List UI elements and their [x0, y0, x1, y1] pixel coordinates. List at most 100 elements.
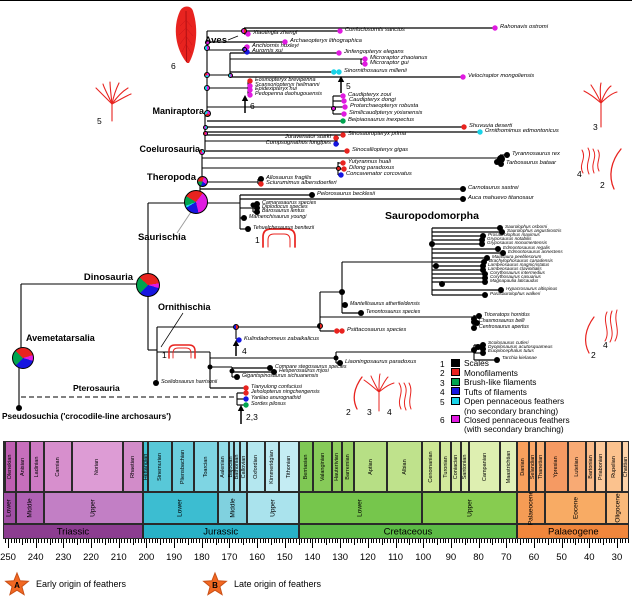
feather-type-dot	[492, 25, 498, 31]
feather-type-dot	[243, 385, 249, 391]
open-pennaceous-icon-left	[95, 81, 132, 122]
feather-type-dot	[494, 357, 500, 363]
origin-arrow	[337, 76, 345, 82]
feather-type-dot	[499, 229, 505, 235]
feather-type-dot	[254, 209, 260, 215]
feather-type-dot	[247, 78, 253, 84]
feather-type-dot	[337, 28, 343, 34]
feather-type-dot	[245, 226, 251, 232]
tree-node-marks	[16, 25, 510, 411]
feather-type-dot	[342, 302, 348, 308]
star-letter: A	[14, 581, 20, 590]
feather-type-dot	[471, 319, 477, 325]
feather-type-dot	[341, 111, 347, 117]
feather-type-dot	[16, 405, 22, 411]
feather-type-dot	[245, 31, 251, 37]
feather-type-dot	[247, 83, 253, 89]
timescale-separator-line	[0, 0, 632, 1]
feather-type-dot	[244, 44, 250, 50]
star-letter: B	[212, 581, 218, 590]
tufts-icon-mid-right	[604, 309, 618, 343]
feather-type-dot	[331, 69, 337, 75]
feather-type-dot	[243, 396, 249, 402]
brush-filaments-icon-bottom	[363, 373, 395, 412]
feather-type-dot	[341, 166, 347, 172]
feather-type-dot	[241, 215, 247, 221]
feather-type-dot	[336, 69, 342, 75]
origin-star-a	[4, 571, 30, 596]
feather-type-dot	[258, 181, 264, 187]
brush-filaments-icon-right	[583, 82, 618, 128]
monofilament-icon-mid-right	[584, 316, 595, 354]
feather-type-dot	[341, 98, 347, 104]
feather-type-dot	[342, 104, 348, 110]
feather-type-dot	[153, 380, 159, 386]
feather-type-dot	[471, 325, 477, 331]
feather-type-dot	[271, 369, 277, 375]
feather-type-dot	[429, 241, 435, 247]
monofilament-icon-right	[610, 148, 622, 190]
feather-type-dot	[229, 368, 235, 374]
feather-type-dot	[358, 310, 364, 316]
feather-type-dot	[482, 292, 488, 298]
origin-arrow	[237, 405, 245, 411]
feather-type-dot	[340, 132, 346, 138]
origin-arrow	[241, 95, 249, 101]
feather-type-dot	[258, 176, 264, 182]
feather-type-dot	[333, 355, 339, 361]
tree-branches	[18, 27, 505, 424]
feather-type-dot	[475, 344, 481, 350]
branch	[176, 211, 192, 234]
feather-type-dot	[282, 39, 288, 45]
feather-type-dot	[339, 328, 345, 334]
feather-type-dot	[340, 93, 346, 99]
feather-type-dot	[362, 61, 368, 67]
branch	[227, 35, 239, 41]
feather-type-dot	[339, 289, 345, 295]
feather-type-dot	[479, 241, 485, 247]
feather-type-dot	[498, 161, 504, 167]
feather-type-dot	[247, 87, 253, 93]
origin-star-b	[202, 571, 228, 596]
feather-type-dot	[439, 281, 445, 287]
feather-type-dot	[362, 56, 368, 62]
feather-type-dot	[476, 313, 482, 319]
monofilament-icon-bottom	[353, 376, 363, 410]
feather-type-dot	[495, 246, 501, 252]
feather-type-dot	[247, 92, 253, 98]
tufts-icon-right	[580, 147, 600, 175]
closed-pennaceous-feather-icon	[175, 6, 197, 63]
feather-type-dot	[309, 192, 315, 198]
feather-type-dot	[243, 390, 249, 396]
feather-type-dot	[460, 74, 466, 80]
feather-type-dot	[267, 365, 273, 371]
feather-type-dot	[433, 263, 439, 269]
feather-type-dot	[498, 287, 504, 293]
feather-type-dot	[333, 141, 339, 147]
feather-type-dot	[460, 196, 466, 202]
scales-icon-ornithischia	[168, 344, 196, 359]
feather-type-dot	[236, 337, 242, 343]
feather-type-dot	[460, 186, 466, 192]
feather-type-dot	[334, 328, 340, 334]
tufts-icon-bottom	[398, 382, 412, 411]
feather-type-dot	[337, 360, 343, 366]
feather-type-dot	[504, 152, 510, 158]
feather-type-dot	[234, 374, 240, 380]
scales-icon-saurischia	[262, 228, 296, 248]
feather-type-dot	[477, 129, 483, 135]
feather-type-dot	[207, 364, 213, 370]
feather-type-dot	[243, 402, 249, 408]
feather-type-dot	[333, 135, 339, 141]
feather-type-dot	[480, 350, 486, 356]
feather-type-dot	[244, 49, 250, 55]
branch	[160, 312, 184, 348]
feather-type-dot	[344, 148, 350, 154]
feather-type-dot	[482, 279, 488, 285]
feather-type-dot	[338, 172, 344, 178]
feather-type-dot	[461, 124, 467, 130]
feather-type-dot	[500, 250, 506, 256]
